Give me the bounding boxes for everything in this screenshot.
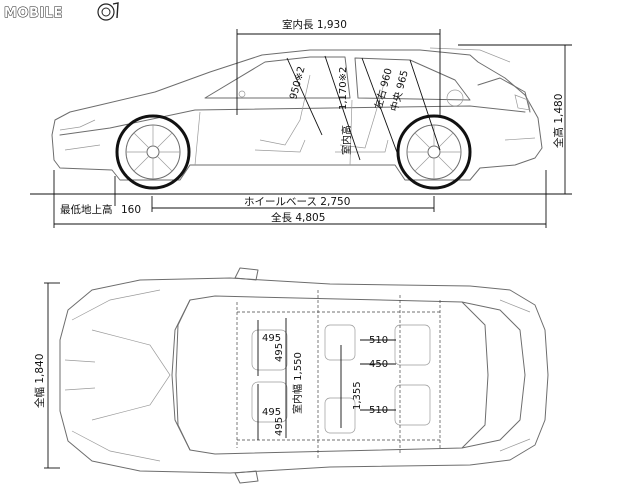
top-dimensions [44,282,396,469]
seat-width-1: 495 [262,333,281,344]
wheelbase-label: ホイールベース 2,750 [244,196,350,208]
logo: MOBILE [4,2,119,22]
logo-text: MOBILE [4,6,63,21]
side-seats [254,74,389,153]
ground-clearance-label: 最低地上高 [60,203,113,216]
interior-width-label: 室内幅 1,550 [291,352,304,414]
side-mirror-left-icon [234,267,259,281]
car-side-outline [51,47,543,181]
rear-middle-label: 450 [369,359,388,370]
rear-top-label: 510 [369,335,388,346]
overall-width-label: 全幅 1,840 [33,354,46,408]
headroom-label: 室内高 [340,125,353,155]
height-label: 全高 1,480 [552,94,565,148]
side-mirror-right-icon [234,470,259,484]
overall-length-label: 全長 4,805 [271,211,325,224]
seat-front-label: 950※2 [288,65,307,101]
seat-width-3: 495 [262,407,281,418]
seat-width-4: 495 [274,417,285,436]
rear-bottom-label: 510 [369,405,388,416]
rear-seat-width-label: 1,355 [352,381,363,410]
front-wheel [115,114,191,190]
rear-wheel [396,114,472,190]
interior-length-label: 室内長 1,930 [282,18,347,31]
seat-width-2: 495 [274,343,285,362]
seat-rear-label: 1,170※2 [338,67,349,110]
logo-emblem-icon [97,2,119,21]
top-seats [251,324,431,434]
ground-clearance-value: 160 [121,204,141,216]
side-dimensions [30,29,572,228]
car-top-outline [59,277,549,474]
top-dashed-lines [236,290,441,460]
